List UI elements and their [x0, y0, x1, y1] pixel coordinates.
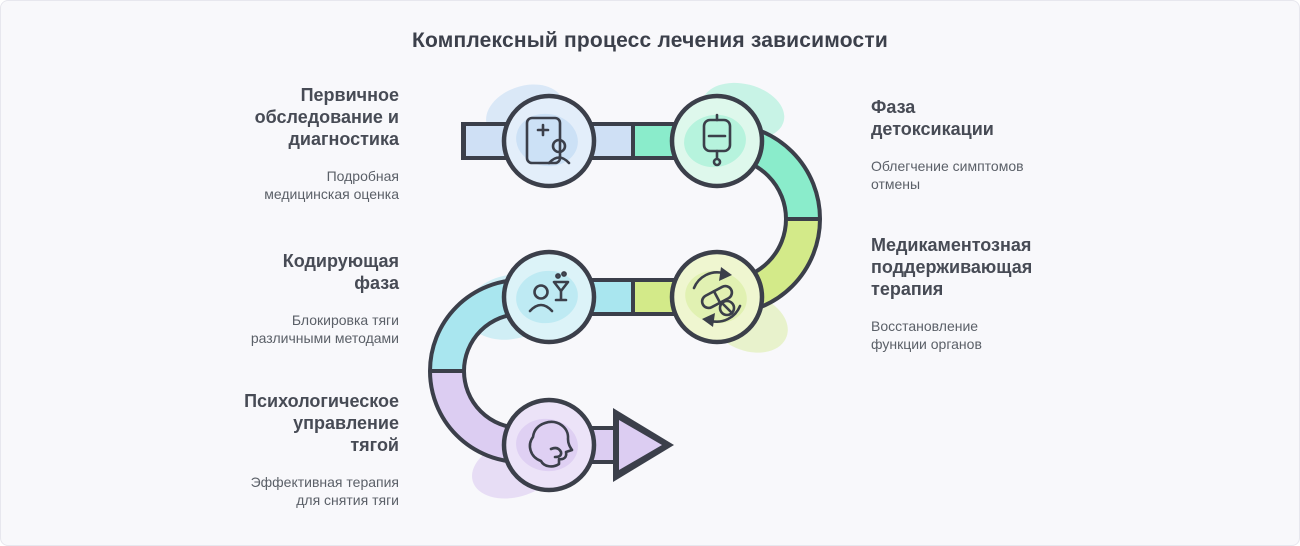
- step-5-title: Психологическое управление тягой: [244, 391, 399, 455]
- flow-node-3: [669, 249, 765, 345]
- step-1-label: Первичное обследование и диагностика Под…: [234, 85, 399, 204]
- step-2-desc: Облегчение симптомов отмены: [871, 157, 1024, 193]
- step-3-label: Медикаментозная поддерживающая терапия В…: [871, 235, 1071, 354]
- head-profile-icon: [528, 420, 574, 468]
- step-1-desc: Подробная медицинская оценка: [264, 167, 399, 203]
- step-3-desc: Восстановление функции органов: [871, 317, 982, 353]
- step-4-title: Кодирующая фаза: [282, 251, 399, 293]
- step-1-title: Первичное обследование и диагностика: [254, 85, 399, 149]
- person-glass-icon: [528, 271, 570, 313]
- pills-refresh-icon: [692, 267, 742, 327]
- step-2-title: Фаза детоксикации: [871, 97, 994, 139]
- step-5-label: Психологическое управление тягой Эффекти…: [239, 391, 399, 510]
- flow-node-5: [501, 397, 597, 493]
- step-5-desc: Эффективная терапия для снятия тяги: [250, 473, 399, 509]
- medical-report-icon: [525, 116, 571, 165]
- flow-node-4: [501, 249, 597, 345]
- segment-seams: [429, 123, 821, 373]
- step-2-label: Фаза детоксикации Облегчение симптомов о…: [871, 97, 1043, 194]
- step-4-label: Кодирующая фаза Блокировка тяги различны…: [229, 251, 399, 348]
- flow-arrowhead: [613, 408, 674, 482]
- iv-drip-icon: [702, 113, 732, 167]
- step-4-desc: Блокировка тяги различными методами: [250, 311, 399, 347]
- step-3-title: Медикаментозная поддерживающая терапия: [871, 235, 1033, 299]
- flow-node-2: [669, 93, 765, 189]
- page-title: Комплексный процесс лечения зависимости: [412, 29, 888, 52]
- flow-node-1: [501, 93, 597, 189]
